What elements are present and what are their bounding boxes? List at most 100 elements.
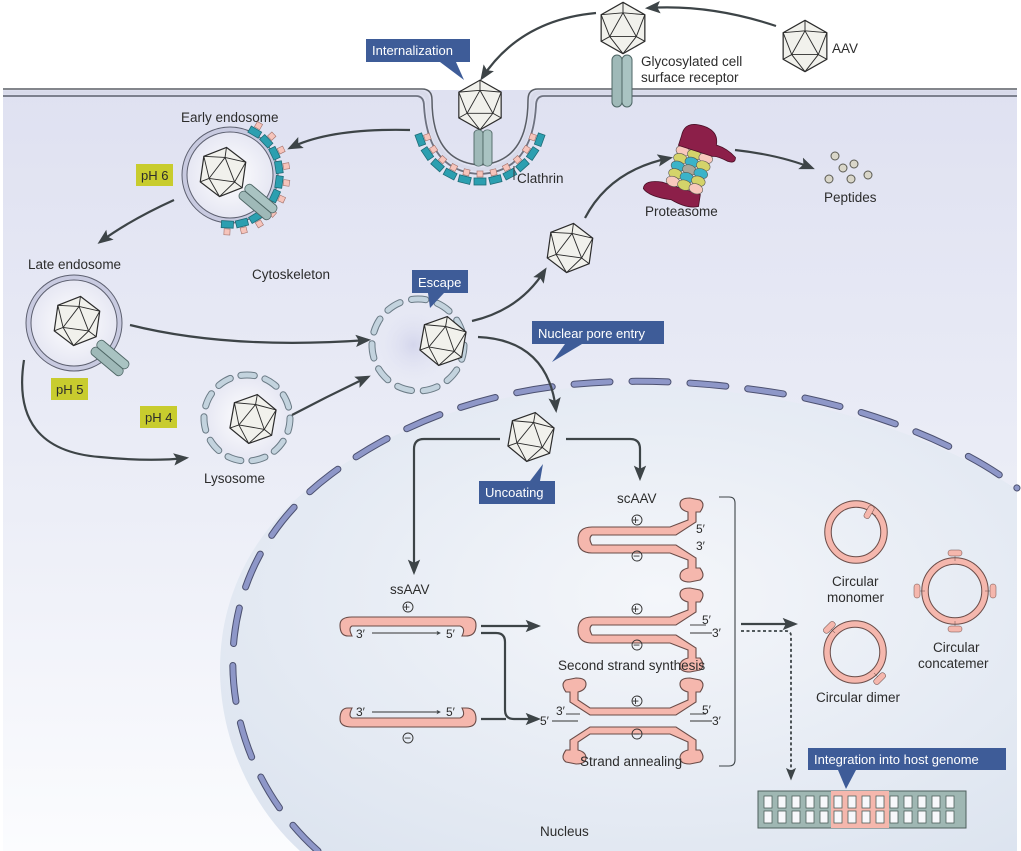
svg-text:−: − — [633, 549, 640, 563]
circular-concatemer-label: Circular — [933, 640, 980, 655]
svg-text:5′: 5′ — [702, 703, 712, 717]
arrow-uncoating-to-scaav — [566, 437, 647, 482]
circular-concatemer-icon — [913, 549, 997, 633]
base-pair — [847, 810, 857, 824]
circular-monomer-label-2: monomer — [827, 590, 885, 605]
svg-text:5′: 5′ — [696, 522, 706, 536]
callout-escape: Escape — [412, 270, 468, 308]
late-endosome-label: Late endosome — [28, 257, 121, 272]
svg-text:3′: 3′ — [356, 627, 366, 641]
svg-text:3′: 3′ — [712, 626, 722, 640]
arrow-proteasome-to-peptides — [734, 148, 815, 170]
base-pair — [833, 810, 843, 824]
svg-text:5′: 5′ — [702, 613, 712, 627]
early-endosome-label: Early endosome — [181, 110, 279, 125]
svg-text:Integration into host genome: Integration into host genome — [814, 752, 979, 767]
base-pair — [917, 795, 927, 809]
svg-text:Nuclear pore entry: Nuclear pore entry — [538, 326, 645, 341]
arrow-to-integration — [741, 630, 797, 781]
base-pair — [861, 795, 871, 809]
svg-text:3′: 3′ — [556, 704, 566, 718]
svg-text:+: + — [632, 694, 639, 708]
svg-text:Escape: Escape — [418, 275, 461, 290]
arrow-pit-to-early-endosome — [287, 128, 411, 150]
second-strand-genome: + − 5′ 3′ — [577, 587, 722, 673]
arrow-lysosome-to-escape — [291, 375, 371, 416]
svg-text:pH 4: pH 4 — [145, 410, 172, 425]
strand-annealing-label: Strand annealing — [580, 754, 682, 769]
arrow-early-to-late — [97, 198, 175, 244]
base-pair — [875, 795, 885, 809]
ph-badge-early: pH 6 — [136, 164, 173, 186]
base-pair — [805, 795, 815, 809]
base-pair — [777, 795, 787, 809]
arrow-receptor-to-pit — [480, 11, 597, 81]
lysosome-membrane — [200, 371, 294, 465]
base-pair — [917, 810, 927, 824]
arrow-late-to-lysosome — [21, 359, 190, 466]
base-pair — [819, 795, 829, 809]
nucleus-label: Nucleus — [540, 824, 589, 839]
arrow-uncoating-to-ssaav — [407, 437, 500, 576]
svg-text:−: − — [633, 727, 640, 741]
capsid-icon-aav — [782, 19, 828, 73]
base-pair — [791, 795, 801, 809]
svg-text:5′: 5′ — [540, 714, 550, 728]
svg-text:3′: 3′ — [356, 705, 366, 719]
svg-text:3′: 3′ — [712, 714, 722, 728]
callout-nuclear-pore-entry: Nuclear pore entry — [532, 321, 664, 362]
svg-text:−: − — [404, 731, 411, 745]
base-pair — [889, 795, 899, 809]
base-pair — [833, 795, 843, 809]
callout-uncoating: Uncoating — [479, 464, 555, 504]
base-pair — [763, 810, 773, 824]
base-pair — [847, 795, 857, 809]
circular-dimer-icon — [822, 620, 887, 686]
circular-monomer-icon — [824, 500, 888, 564]
base-pair — [903, 810, 913, 824]
arrow-ssaav-to-annealing-top — [481, 631, 542, 726]
receptor-icon-surface — [611, 54, 633, 108]
svg-text:−: − — [633, 638, 640, 652]
base-pair — [903, 795, 913, 809]
callout-integration: Integration into host genome — [808, 748, 1006, 789]
ph-badge-late: pH 5 — [51, 378, 88, 400]
svg-text:Uncoating: Uncoating — [485, 485, 544, 500]
proteasome-label: Proteasome — [645, 204, 718, 219]
arrow-late-to-escape — [129, 323, 372, 348]
svg-text:+: + — [632, 513, 639, 527]
receptor-icon-pit — [473, 129, 493, 167]
aav-label: AAV — [832, 41, 858, 56]
scaav-label: scAAV — [617, 491, 657, 506]
lysosome-label: Lysosome — [204, 471, 265, 486]
receptor-label-2: surface receptor — [641, 70, 739, 85]
arrow-escape-to-nucleus — [477, 335, 561, 414]
circular-dimer-label: Circular dimer — [816, 690, 901, 705]
second-strand-label: Second strand synthesis — [558, 658, 705, 673]
scaav-genome: + − 5′ 3′ — [577, 497, 706, 583]
arrow-cytosol-to-proteasome — [584, 154, 674, 219]
ssaav-label: ssAAV — [390, 582, 430, 597]
ph-badge-lysosome: pH 4 — [140, 406, 177, 428]
base-pair — [931, 795, 941, 809]
ssaav-plus-strand: + 3′ 5′ — [339, 600, 477, 641]
bracket — [719, 496, 736, 767]
peptides-label: Peptides — [824, 190, 877, 205]
circular-concatemer-label-2: concatemer — [918, 656, 989, 671]
base-pair — [819, 810, 829, 824]
base-pair — [777, 810, 787, 824]
annealed-genome: + − 5′ 3′ 5′ 3′ — [540, 677, 722, 765]
svg-text:5′: 5′ — [446, 627, 456, 641]
base-pair — [763, 795, 773, 809]
receptor-label: Glycosylated cell — [641, 54, 742, 69]
svg-text:pH 6: pH 6 — [141, 168, 168, 183]
circular-monomer-label: Circular — [832, 574, 879, 589]
cytoskeleton-label: Cytoskeleton — [252, 267, 330, 282]
arrow-escape-to-cytosol — [471, 267, 547, 323]
svg-text:pH 5: pH 5 — [56, 382, 83, 397]
base-pair — [791, 810, 801, 824]
svg-text:+: + — [632, 602, 639, 616]
svg-text:3′: 3′ — [696, 539, 706, 553]
host-genome-dna — [757, 790, 967, 829]
